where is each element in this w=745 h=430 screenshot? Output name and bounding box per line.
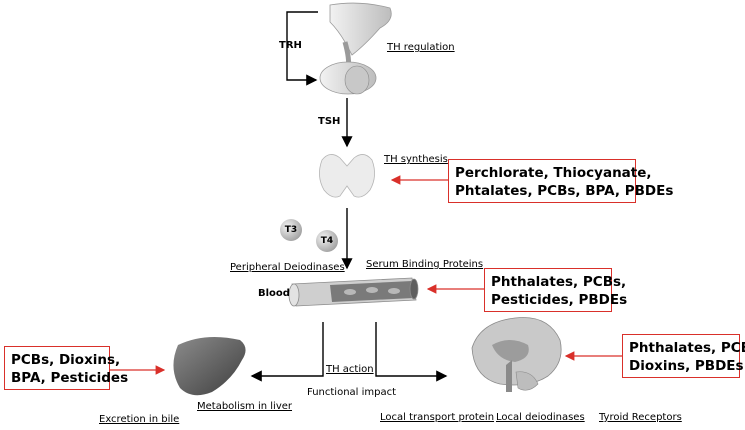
blood-disruptors-line-1: Phthalates, PCBs, xyxy=(491,274,627,290)
thyroid-receptors-label: Tyroid Receptors xyxy=(599,412,682,423)
liver-disruptors-line-2: BPA, Pesticides xyxy=(11,370,129,386)
functional-impact-label: Functional impact xyxy=(307,387,397,398)
synthesis-disruptors-line-2: Phtalates, PCBs, BPA, PBDEs xyxy=(455,183,674,199)
t4-label: T4 xyxy=(320,236,334,246)
trh-label: TRH xyxy=(279,40,302,51)
to-brain-arrow xyxy=(375,322,448,382)
t4-hormone-ball: T4 xyxy=(316,230,338,252)
local-transport-protein-label: Local transport protein xyxy=(380,412,495,423)
brain-disruptors-line-2: Dioxins, PBDEs xyxy=(629,358,744,374)
th-regulation-label: TH regulation xyxy=(387,42,455,53)
excretion-in-bile-label: Excretion in bile xyxy=(99,414,180,425)
serum-binding-proteins-label: Serum Binding Proteins xyxy=(366,259,484,270)
th-action-label: TH action xyxy=(326,364,374,375)
peripheral-deiodinases-label: Peripheral Deiodinases xyxy=(230,262,345,273)
trh-loop-arrow xyxy=(286,11,318,86)
blood-disruptors-line-2: Pesticides, PBDEs xyxy=(491,292,628,308)
t3-label: T3 xyxy=(284,225,298,235)
metabolism-in-liver-label: Metabolism in liver xyxy=(197,401,293,412)
liver-illustration xyxy=(173,336,246,396)
synthesis-disruptors-line-1: Perchlorate, Thiocyanate, xyxy=(455,165,652,181)
synthesis-disruptors-box: Perchlorate, Thiocyanate, Phtalates, PCB… xyxy=(448,159,674,203)
blood-vessel-illustration xyxy=(288,277,419,307)
to-liver-arrow xyxy=(250,322,324,382)
th-synthesis-label: TH synthesis xyxy=(384,154,448,165)
t3-hormone-ball: T3 xyxy=(280,219,302,241)
local-deiodinases-label: Local deiodinases xyxy=(496,412,585,423)
blood-label: Blood xyxy=(258,288,290,299)
brain-disruptors-line-1: Phthalates, PCBs, xyxy=(629,340,745,356)
blood-disruptors-box: Phthalates, PCBs, Pesticides, PBDEs xyxy=(484,268,628,312)
brain-illustration xyxy=(471,317,562,392)
thyroid-illustration xyxy=(319,154,375,198)
liver-disruptors-box: PCBs, Dioxins, BPA, Pesticides xyxy=(4,346,129,390)
pituitary-illustration xyxy=(319,2,392,95)
tsh-label: TSH xyxy=(318,116,341,127)
brain-disruptors-box: Phthalates, PCBs, Dioxins, PBDEs xyxy=(622,334,745,378)
liver-disruptors-line-1: PCBs, Dioxins, xyxy=(11,352,121,368)
